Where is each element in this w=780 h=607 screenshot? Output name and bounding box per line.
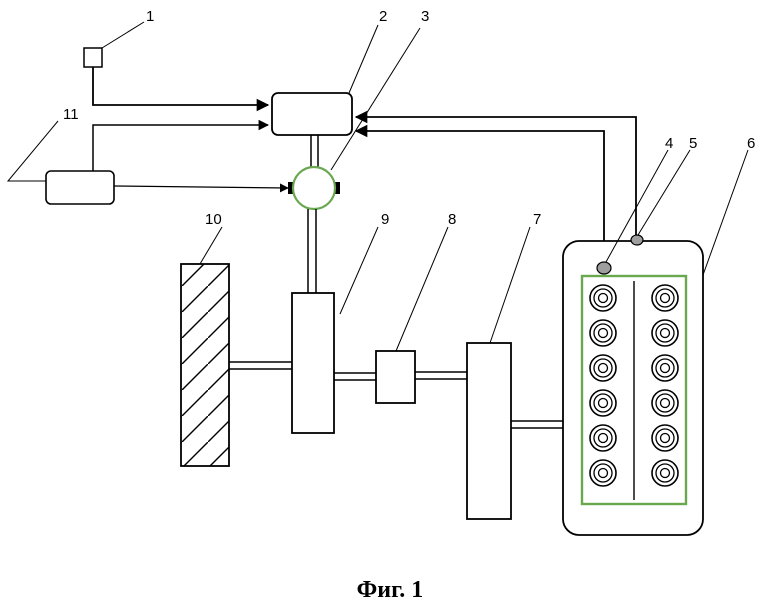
label-3: 3	[421, 8, 429, 25]
leader-6	[703, 150, 748, 275]
label-10: 10	[205, 211, 222, 228]
leader-8	[396, 227, 448, 351]
element-11-box	[46, 171, 114, 204]
label-8: 8	[448, 211, 456, 228]
leader-2	[349, 25, 378, 93]
element-5-sensor	[631, 235, 643, 245]
leader-1	[102, 22, 144, 48]
element-2-control-unit	[272, 93, 352, 135]
element-1-sensor	[84, 48, 102, 67]
line-11-to-3	[114, 186, 288, 188]
line-11-to-2	[93, 125, 268, 171]
element-3-coupling	[293, 167, 335, 209]
figure-caption: Фиг. 1	[357, 577, 424, 603]
label-6: 6	[747, 135, 755, 152]
leader-9	[340, 227, 378, 314]
leader-10	[200, 227, 222, 264]
line-5-to-2	[356, 117, 636, 239]
leader-5	[638, 150, 690, 235]
element-7-block	[467, 343, 511, 519]
label-1: 1	[146, 8, 154, 25]
label-2: 2	[379, 8, 387, 25]
label-7: 7	[533, 211, 541, 228]
label-11: 11	[63, 106, 79, 123]
element-4-sensor	[597, 262, 611, 274]
line-4-to-2	[356, 131, 604, 262]
label-9: 9	[381, 211, 389, 228]
leader-7	[490, 227, 530, 343]
element-8-block	[376, 351, 415, 403]
label-4: 4	[665, 135, 673, 152]
element-6-engine	[563, 241, 703, 535]
element-10-hatched-block	[181, 264, 229, 466]
line-1-to-2	[93, 67, 268, 105]
label-5: 5	[689, 135, 697, 152]
element-9-block	[292, 293, 334, 433]
